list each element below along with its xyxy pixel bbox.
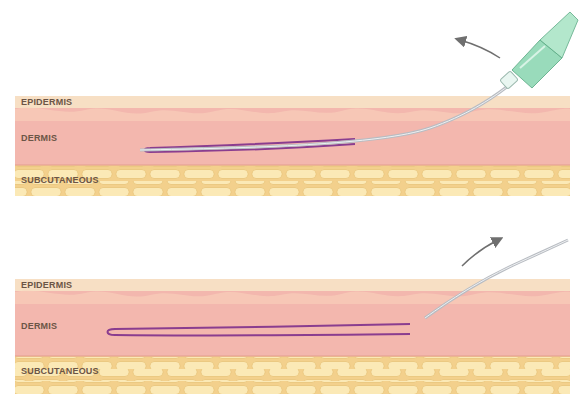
layer-label: EPIDERMIS [21, 280, 221, 291]
skin-layer-label-band: EPIDERMIS [15, 279, 221, 291]
layer-label: SUBCUTANEOUS [21, 366, 221, 377]
layer-label: SUBCUTANEOUS [21, 175, 221, 186]
skin-layer-label-band: EPIDERMIS [15, 96, 221, 108]
direction-arrow [460, 40, 500, 58]
skin-layer-label-band: DERMIS [15, 130, 221, 144]
top-panel [15, 12, 578, 196]
direction-arrow [462, 240, 498, 266]
dermis-layer [15, 108, 570, 165]
syringe-hub [500, 12, 578, 89]
subcutaneous-layer [15, 356, 570, 394]
layer-label: DERMIS [21, 133, 221, 144]
layer-label: DERMIS [21, 321, 221, 332]
dermis-layer [15, 291, 570, 356]
skin-layer-label-band: SUBCUTANEOUS [15, 363, 221, 377]
subcutaneous-layer [15, 165, 570, 196]
thread [108, 324, 411, 335]
needle [425, 240, 568, 318]
bottom-panel [15, 240, 570, 394]
epidermis-layer [15, 279, 570, 292]
skin-layer-label-band: DERMIS [15, 318, 221, 332]
needle [140, 86, 508, 150]
skin-layer-label-band: SUBCUTANEOUS [15, 172, 221, 186]
layer-label: EPIDERMIS [21, 97, 221, 108]
